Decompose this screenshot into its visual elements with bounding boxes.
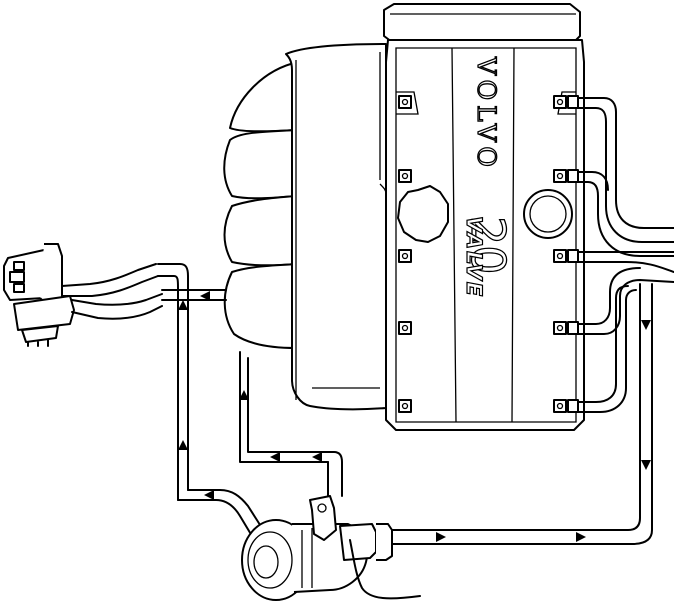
flow-arrow-icon [576, 532, 586, 542]
flow-arrow-icon [178, 300, 188, 310]
manifold-runner-3 [223, 195, 297, 267]
pressure-regulator [241, 495, 421, 601]
oil-filler-cap [397, 185, 449, 243]
flow-arrow-icon [239, 390, 249, 400]
flow-arrow-icon [178, 440, 188, 450]
engine-number-text: 20 [461, 216, 515, 275]
flow-arrow-icon [270, 452, 280, 462]
flow-arrows [178, 291, 651, 542]
flow-arrow-icon [436, 532, 446, 542]
intake-manifold [223, 61, 301, 354]
manifold-runner-4 [223, 263, 297, 349]
manifold-runner-2 [223, 129, 297, 200]
flow-arrow-icon [204, 490, 214, 500]
vacuum-lines-right [399, 283, 653, 545]
engine-cam-cover: VOLVO 20 VALVE [383, 3, 585, 431]
manifold-plenum [285, 43, 387, 411]
oil-cap-top [383, 3, 581, 43]
vacuum-lines-left [157, 263, 343, 537]
right-breather-hoses [567, 95, 674, 413]
flow-arrow-icon [312, 452, 322, 462]
cover-plug [523, 189, 573, 239]
valve-text: VALVE [462, 216, 486, 298]
manifold-runner-1 [229, 61, 299, 133]
flow-arrow-icon [641, 320, 651, 330]
brand-text: VOLVO [472, 56, 501, 172]
flow-arrow-icon [641, 460, 651, 470]
flow-arrow-icon [200, 291, 210, 301]
cover-bolts [398, 95, 567, 413]
fuel-injector [3, 243, 163, 347]
